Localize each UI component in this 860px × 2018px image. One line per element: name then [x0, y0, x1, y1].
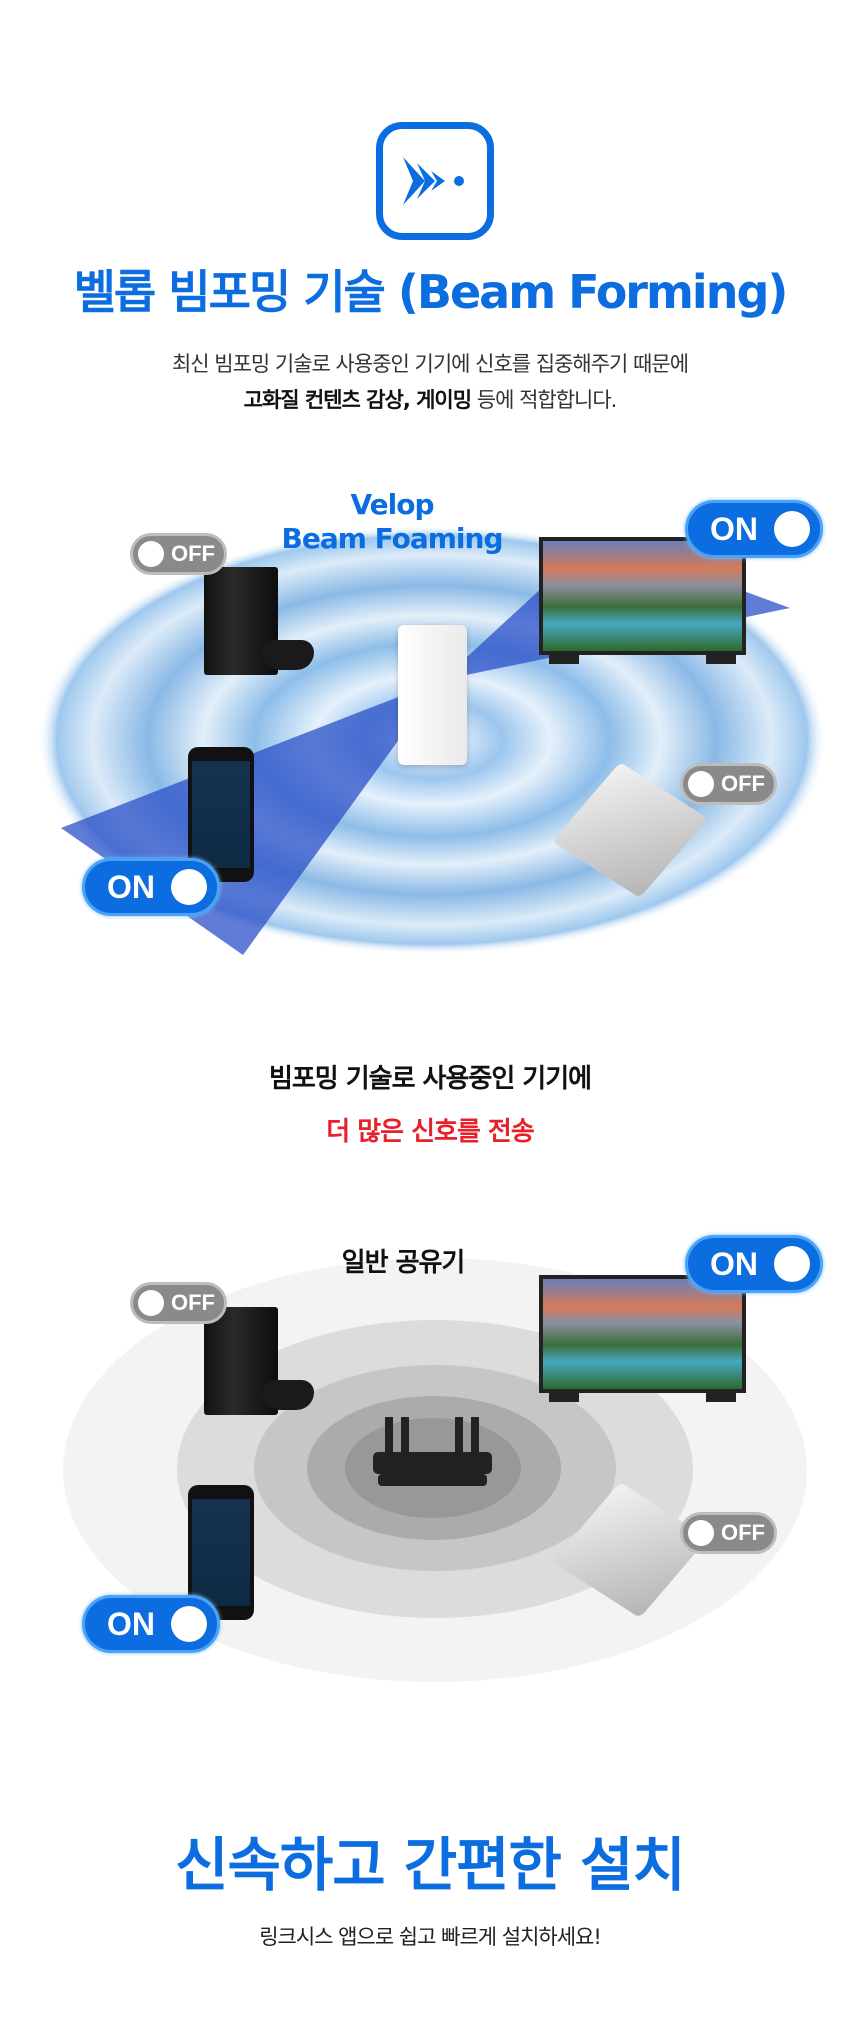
velop-label-line2: Beam Foaming — [281, 522, 503, 555]
normal-router-diagram: 일반 공유기 OFF ON ON OFF — [0, 1220, 860, 1700]
toggle-label: OFF — [171, 1290, 215, 1315]
toggle-label: ON — [710, 1245, 758, 1282]
smartphone — [188, 1485, 254, 1620]
description-highlight: 고화질 컨텐츠 감상, 게이밍 — [243, 388, 472, 412]
game-controller — [262, 1380, 314, 1410]
tv-toggle[interactable]: ON — [685, 500, 823, 558]
tv-toggle[interactable]: ON — [685, 1235, 823, 1293]
toggle-label: OFF — [721, 771, 765, 796]
toggle-label: ON — [107, 868, 155, 905]
console-toggle[interactable]: OFF — [130, 533, 227, 575]
phone-toggle[interactable]: ON — [82, 1595, 220, 1653]
beamforming-diagram: Velop Beam Foaming OFF ON ON OFF — [0, 440, 860, 960]
description-rest: 등에 적합합니다. — [471, 388, 618, 412]
game-controller — [262, 640, 314, 670]
toggle-label: OFF — [171, 541, 215, 566]
install-title: 신속하고 간편한 설치 — [175, 1831, 686, 1899]
install-description: 링크시스 앱으로 쉽고 빠르게 설치하세요! — [259, 1925, 602, 1949]
toggle-label: OFF — [721, 1520, 765, 1545]
velop-label-line1: Velop — [350, 488, 434, 521]
page-title: 벨롭 빔포밍 기술 (Beam Forming) — [73, 265, 789, 319]
toggle-label: ON — [107, 1605, 155, 1642]
laptop-toggle[interactable]: OFF — [680, 1512, 777, 1554]
normal-router-label: 일반 공유기 — [341, 1248, 466, 1278]
toggle-label: ON — [710, 510, 758, 547]
console-toggle[interactable]: OFF — [130, 1282, 227, 1324]
router-icon — [373, 1417, 492, 1486]
description-line1: 최신 빔포밍 기술로 사용중인 기기에 신호를 집중해주기 때문에 — [171, 352, 689, 376]
description-line2: 고화질 컨텐츠 감상, 게이밍 등에 적합합니다. — [0, 384, 860, 414]
caption-line2: 더 많은 신호를 전송 — [326, 1117, 535, 1147]
caption-line1: 빔포밍 기술로 사용중인 기기에 — [268, 1064, 592, 1094]
television — [539, 1275, 746, 1402]
velop-router — [398, 625, 467, 765]
velop-label: Velop Beam Foaming — [262, 488, 522, 556]
phone-toggle[interactable]: ON — [82, 858, 220, 916]
beam-forming-icon — [376, 122, 494, 240]
laptop-toggle[interactable]: OFF — [680, 763, 777, 805]
